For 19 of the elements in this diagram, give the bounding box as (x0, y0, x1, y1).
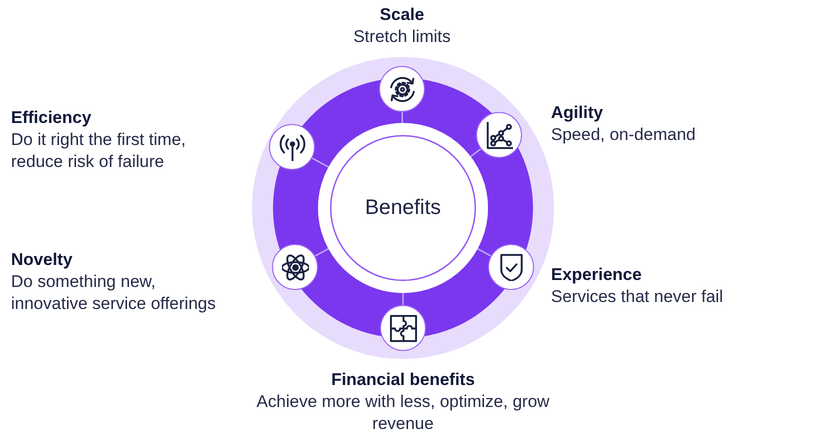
connector-line (402, 293, 404, 305)
benefit-description: Do something new, innovative service offerings (11, 271, 217, 315)
benefit-description: Services that never fail (551, 286, 723, 308)
benefit-title: Financial benefits (330, 369, 476, 391)
benefit-title: Agility (551, 102, 603, 124)
benefit-description: Do it right the first time, reduce risk of failure (11, 129, 187, 173)
benefit-description: Achieve more with less, optimize, grow revenue (256, 391, 550, 435)
connector-line (470, 148, 482, 158)
connector-line (314, 248, 329, 257)
benefit-description: Stretch limits (352, 26, 452, 48)
benefit-title: Novelty (11, 249, 72, 271)
connector-line (312, 157, 329, 168)
benefit-title: Experience (551, 264, 642, 286)
benefit-description: Speed, on-demand (551, 124, 696, 146)
center-label: Benefits (365, 195, 441, 221)
benefit-title: Scale (378, 4, 426, 26)
connector-line (477, 248, 492, 257)
connector-line (402, 112, 403, 124)
benefit-title: Efficiency (11, 107, 92, 129)
